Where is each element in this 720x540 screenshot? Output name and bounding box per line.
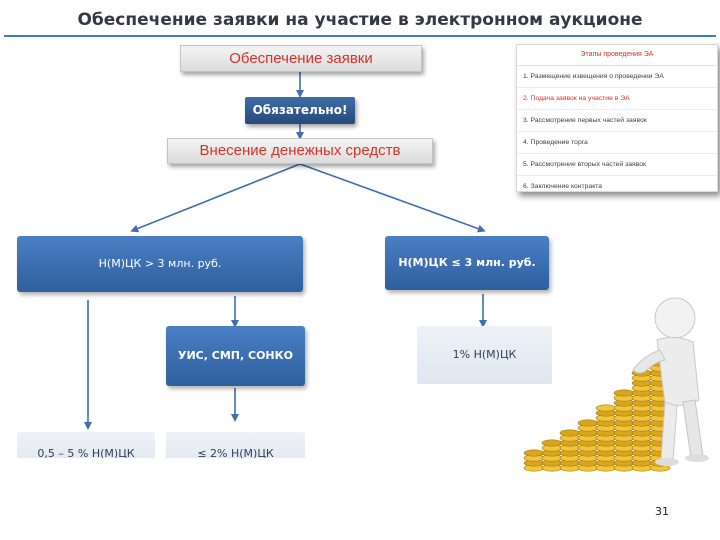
- coin: [613, 389, 635, 397]
- special-participants-box: УИС, СМП, СОНКО: [166, 326, 305, 386]
- arrow-deposit-to-right: [299, 163, 486, 233]
- guarantee-box: Обеспечение заявки: [180, 45, 422, 72]
- title-underline: [4, 35, 716, 37]
- cash-deposit-box: Внесение денежных средств: [167, 138, 433, 164]
- stage-item-active: 2. Подача заявок на участие в ЭА: [517, 88, 717, 110]
- coin: [577, 419, 599, 427]
- auction-stages-panel: Этапы проведения ЭА 1. Размещение извеще…: [516, 44, 718, 192]
- result-1pct: 1% Н(М)ЦК: [417, 326, 552, 384]
- branch-over-3m: Н(М)ЦК > 3 млн. руб.: [17, 236, 303, 292]
- branch-under-3m: Н(М)ЦК ≤ 3 млн. руб.: [385, 236, 549, 290]
- coin: [523, 449, 545, 457]
- white-figure-icon: [632, 297, 709, 466]
- coins-figure-illustration: [523, 297, 709, 472]
- page-number: 31: [655, 505, 669, 518]
- stage-item: 4. Проведение торга: [517, 132, 717, 154]
- stage-item: 6. Заключение контракта: [523, 183, 603, 190]
- coin: [559, 429, 581, 437]
- coin: [541, 439, 563, 447]
- coin-stacks: [523, 359, 671, 472]
- stage-item: 1. Размещение извещения о проведении ЭА: [517, 66, 717, 88]
- bottom-fade: [0, 458, 310, 472]
- stages-header: Этапы проведения ЭА: [517, 45, 717, 66]
- stage-item: 3. Рассмотрение первых частей заявок: [517, 110, 717, 132]
- coin: [595, 404, 617, 412]
- slide-title: Обеспечение заявки на участие в электрон…: [77, 10, 643, 30]
- mandatory-badge: Обязательно!: [245, 97, 355, 124]
- stage-item: 5. Рассмотрение вторых частей заявок: [517, 154, 717, 176]
- arrow-deposit-to-left: [130, 163, 301, 233]
